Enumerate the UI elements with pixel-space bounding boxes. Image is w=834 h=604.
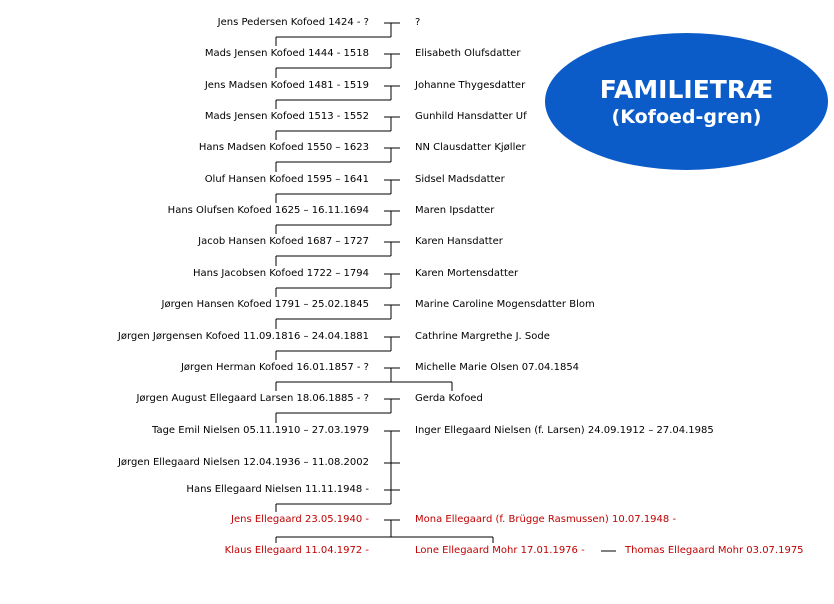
mother-name: Inger Ellegaard Nielsen (f. Larsen) 24.0… — [415, 425, 714, 436]
mother-name: Marine Caroline Mogensdatter Blom — [415, 299, 595, 310]
father-name: Hans Olufsen Kofoed 1625 – 16.11.1694 — [167, 205, 369, 216]
child-name: Lone Ellegaard Mohr 17.01.1976 - — [415, 545, 585, 556]
title-main: FAMILIETRÆ — [599, 74, 774, 104]
father-name: Jens Pedersen Kofoed 1424 - ? — [217, 17, 369, 28]
mother-name: Sidsel Madsdatter — [415, 174, 505, 185]
mother-name: Gerda Kofoed — [415, 393, 483, 404]
father-name: Jens Ellegaard 23.05.1940 - — [231, 514, 369, 525]
mother-name: NN Clausdatter Kjøller — [415, 142, 526, 153]
father-name: Jens Madsen Kofoed 1481 - 1519 — [204, 80, 369, 91]
sibling-name: Hans Ellegaard Nielsen 11.11.1948 - — [186, 484, 369, 495]
mother-name: Karen Hansdatter — [415, 236, 503, 247]
mother-name: Mona Ellegaard (f. Brügge Rasmussen) 10.… — [415, 514, 677, 525]
father-name: Jørgen Herman Kofoed 16.01.1857 - ? — [180, 362, 369, 373]
mother-name: Johanne Thygesdatter — [415, 80, 526, 91]
mother-name: Elisabeth Olufsdatter — [415, 48, 521, 59]
mother-name: Maren Ipsdatter — [415, 205, 495, 216]
mother-name: Michelle Marie Olsen 07.04.1854 — [415, 362, 580, 373]
mother-name: Gunhild Hansdatter Uf — [415, 111, 527, 122]
father-name: Oluf Hansen Kofoed 1595 – 1641 — [204, 174, 369, 185]
mother-name: Karen Mortensdatter — [415, 268, 519, 279]
child-name: Thomas Ellegaard Mohr 03.07.1975 — [625, 545, 804, 556]
sibling-name: Jørgen Ellegaard Nielsen 12.04.1936 – 11… — [117, 457, 369, 468]
father-name: Jørgen Hansen Kofoed 1791 – 25.02.1845 — [161, 299, 369, 310]
child-name: Klaus Ellegaard 11.04.1972 - — [224, 545, 369, 556]
title-sub: (Kofoed-gren) — [611, 105, 762, 128]
father-name: Jørgen August Ellegaard Larsen 18.06.188… — [136, 393, 369, 404]
title-ellipse: FAMILIETRÆ (Kofoed-gren) — [545, 33, 828, 170]
father-name: Jørgen Jørgensen Kofoed 11.09.1816 – 24.… — [117, 331, 369, 342]
mother-name: Cathrine Margrethe J. Sode — [415, 331, 550, 342]
father-name: Hans Madsen Kofoed 1550 – 1623 — [198, 142, 369, 153]
father-name: Hans Jacobsen Kofoed 1722 – 1794 — [192, 268, 369, 279]
father-name: Tage Emil Nielsen 05.11.1910 – 27.03.197… — [152, 425, 369, 436]
father-name: Mads Jensen Kofoed 1513 - 1552 — [204, 111, 369, 122]
mother-name: ? — [415, 17, 421, 28]
father-name: Jacob Hansen Kofoed 1687 – 1727 — [198, 236, 369, 247]
father-name: Mads Jensen Kofoed 1444 - 1518 — [204, 48, 369, 59]
